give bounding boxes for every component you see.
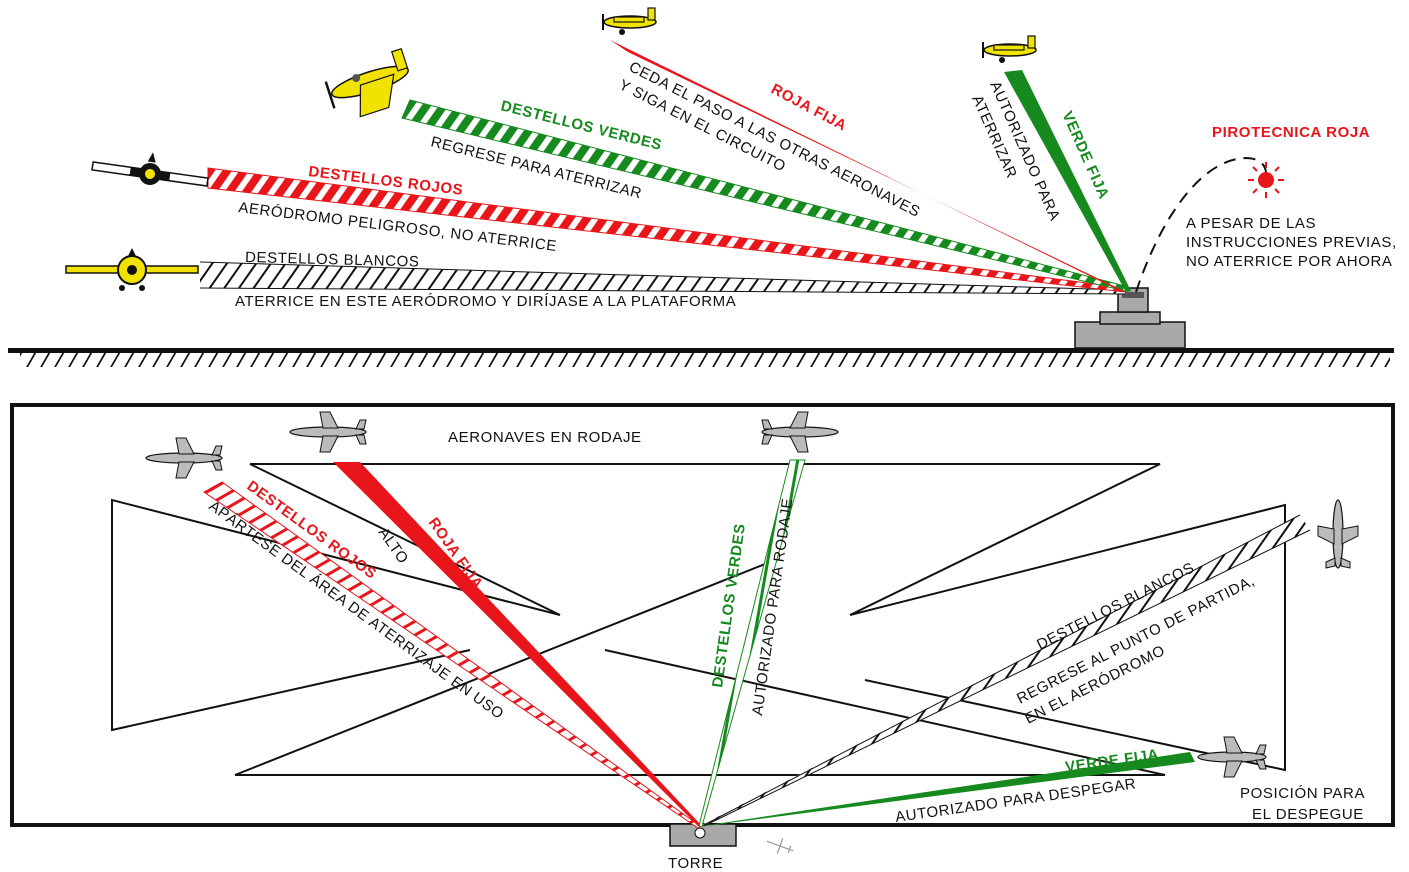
white-flashes-beam-ground	[700, 514, 1311, 827]
plane-front-view-icon	[91, 152, 209, 187]
jet-icon	[289, 411, 367, 453]
jet-icon	[1197, 736, 1267, 778]
bottom-scene: AERONAVES EN RODAJE DESTELLOS ROJOS APÁR…	[10, 403, 1395, 872]
ground-hatching	[20, 353, 1390, 367]
tower-label: TORRE	[668, 855, 723, 872]
ground-line	[8, 348, 1394, 353]
yellow-plane-icon	[982, 35, 1037, 63]
steady-red-title: ROJA FIJA	[768, 81, 849, 135]
jet-icon	[145, 437, 223, 479]
yellow-plane-icon	[324, 47, 409, 118]
yellow-plane-icon	[602, 7, 657, 35]
pyrotechnic-trajectory	[1135, 156, 1267, 293]
runway-outline	[111, 463, 1286, 776]
red-pyrotechnic-line1: A PESAR DE LAS	[1186, 215, 1316, 232]
takeoff-position-line2: EL DESPEGUE	[1252, 806, 1364, 823]
takeoff-position-line1: POSICIÓN PARA	[1240, 785, 1365, 802]
white-flashes-beam	[199, 261, 1126, 295]
steady-green-title: VERDE FIJA	[1058, 109, 1112, 202]
taxiing-aircraft-label: AERONAVES EN RODAJE	[448, 429, 642, 446]
plane-front-view-icon	[65, 248, 199, 291]
steady-red-beam-ground	[333, 462, 702, 826]
top-scene: DESTELLOS BLANCOS ATERRICE EN ESTE AERÓD…	[8, 7, 1397, 367]
small-plane-icon	[766, 838, 794, 854]
tower-icon	[669, 823, 737, 847]
jet-icon	[761, 411, 839, 453]
red-pyrotechnic-title: PIROTECNICA ROJA	[1212, 124, 1370, 141]
white-flashes-title: DESTELLOS BLANCOS	[245, 249, 420, 271]
white-flashes-ground-title: DESTELLOS BLANCOS	[1034, 559, 1197, 653]
jet-icon	[1317, 499, 1359, 569]
red-flashes-ground-meaning: APÁRTESE DEL ÁREA DE ATERRIZAJE EN USO	[206, 497, 507, 722]
white-flashes-meaning: ATERRICE EN ESTE AERÓDROMO Y DIRÍJASE A …	[235, 293, 736, 310]
red-pyrotechnic-line2: INSTRUCCIONES PREVIAS,	[1186, 234, 1397, 251]
steady-green-beam-ground	[702, 752, 1195, 826]
steady-green-beam	[1004, 70, 1131, 292]
red-pyrotechnic-line3: NO ATERRICE POR AHORA	[1186, 253, 1393, 270]
green-flashes-beam	[401, 99, 1126, 292]
control-tower	[1074, 287, 1186, 349]
red-flare-icon	[1248, 162, 1284, 198]
